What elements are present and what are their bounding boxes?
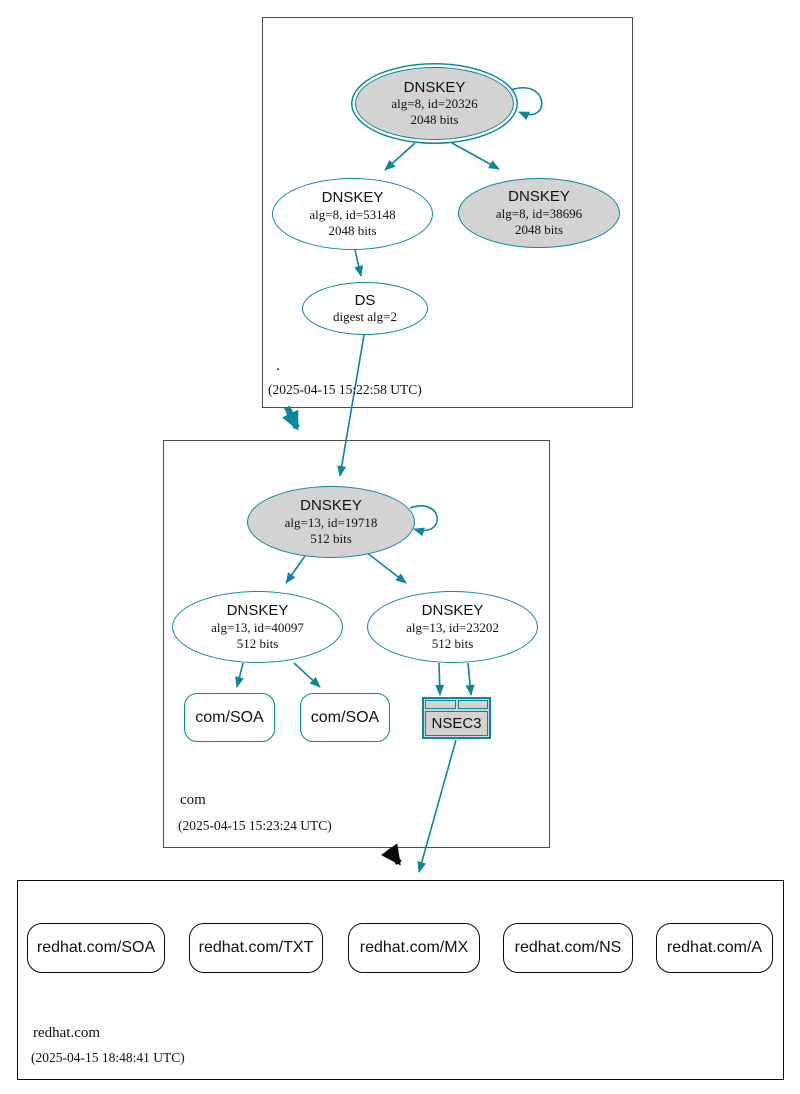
dnskey-node-com-zsk-40097: DNSKEY alg=13, id=40097 512 bits	[172, 591, 343, 663]
zone-timestamp-root: (2025-04-15 15:22:58 UTC)	[268, 382, 422, 397]
node-detail: 512 bits	[310, 530, 352, 546]
zone-box-redhat	[17, 880, 784, 1080]
node-title: DNSKEY	[403, 78, 466, 96]
ds-node-root: DS digest alg=2	[302, 282, 428, 335]
rrset-node-com-soa-left: com/SOA	[184, 693, 275, 742]
dnskey-node-root-zsk-53148: DNSKEY alg=8, id=53148 2048 bits	[272, 178, 433, 250]
dnskey-node-root-key-38696: DNSKEY alg=8, id=38696 2048 bits	[458, 178, 620, 248]
node-detail: alg=8, id=38696	[495, 205, 583, 221]
zone-box-root	[262, 17, 633, 408]
node-title: DNSKEY	[508, 188, 570, 206]
zone-label-root: .	[276, 358, 280, 374]
rrset-node-redhat-a: redhat.com/A	[656, 923, 773, 973]
rrset-node-redhat-soa: redhat.com/SOA	[27, 923, 165, 973]
node-title: DNSKEY	[226, 602, 289, 620]
node-detail: 512 bits	[431, 635, 474, 651]
nsec3-node-com: NSEC3	[422, 697, 491, 739]
zone-label-com: com	[180, 792, 206, 808]
node-detail: 2048 bits	[328, 222, 377, 238]
dnskey-node-com-ksk-19718: DNSKEY alg=13, id=19718 512 bits	[247, 486, 415, 558]
node-detail: 2048 bits	[410, 112, 459, 128]
node-title: DNSKEY	[321, 189, 384, 207]
node-detail: alg=13, id=19718	[284, 514, 378, 530]
zone-timestamp-com: (2025-04-15 15:23:24 UTC)	[178, 818, 332, 833]
rrset-node-redhat-ns: redhat.com/NS	[503, 923, 633, 973]
nsec3-proof-cells	[425, 700, 488, 709]
node-detail: alg=13, id=23202	[406, 619, 499, 635]
node-detail: alg=13, id=40097	[211, 619, 304, 635]
node-detail: alg=8, id=53148	[309, 206, 396, 222]
node-detail: 512 bits	[236, 635, 279, 651]
rrset-node-redhat-txt: redhat.com/TXT	[189, 923, 323, 973]
zone-label-redhat: redhat.com	[33, 1025, 101, 1041]
edge-delegation-com-to-redhat	[380, 843, 402, 866]
node-title: DNSKEY	[300, 497, 362, 515]
dnskey-node-com-zsk-23202: DNSKEY alg=13, id=23202 512 bits	[367, 591, 538, 663]
node-detail: alg=8, id=20326	[391, 96, 478, 112]
nsec3-label: NSEC3	[425, 711, 488, 736]
node-detail: digest alg=2	[332, 309, 398, 325]
rrset-node-redhat-mx: redhat.com/MX	[348, 923, 480, 973]
rrset-node-com-soa-right: com/SOA	[300, 693, 390, 742]
edge-delegation-root-to-com	[281, 405, 300, 431]
node-title: DNSKEY	[421, 602, 484, 620]
node-detail: 2048 bits	[514, 221, 564, 237]
nsec3-proof-cell	[425, 700, 456, 709]
nsec3-proof-cell	[457, 700, 488, 709]
dnskey-node-root-ksk-20326: DNSKEY alg=8, id=20326 2048 bits	[355, 67, 514, 140]
node-title: DS	[354, 291, 376, 309]
zone-timestamp-redhat: (2025-04-15 18:48:41 UTC)	[31, 1050, 185, 1065]
